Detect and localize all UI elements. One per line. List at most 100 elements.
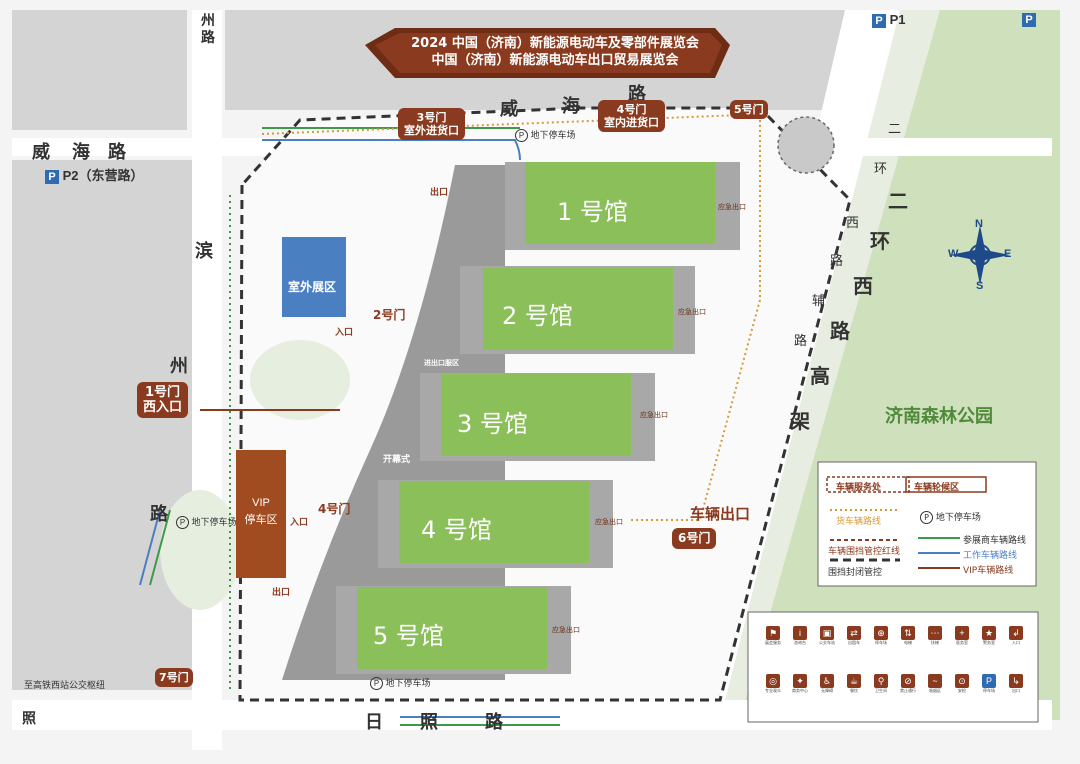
road-erhuan-3: 西 xyxy=(853,274,873,298)
gate-6[interactable]: 6号门 xyxy=(672,528,717,549)
entrance-2-label: 入口 xyxy=(335,328,354,338)
gate-7[interactable]: 7号门 xyxy=(155,668,193,687)
compass-w: W xyxy=(948,248,959,260)
emergency-exit-3: 应急出口 xyxy=(640,411,668,419)
legend-symbol-icon: + xyxy=(955,626,969,640)
gate-4b: 4号门 xyxy=(318,502,351,516)
compass-icon xyxy=(950,225,1010,285)
legend-symbol-icon: ⇄ xyxy=(847,626,861,640)
icon-legend-caption: 停车场 xyxy=(875,640,887,645)
icon-legend-caption: 扶梯 xyxy=(931,640,939,645)
legend-work: 工作车辆路线 xyxy=(963,551,1018,561)
legend-exhibitor: 参展商车辆路线 xyxy=(963,536,1027,546)
hall-4-label: 4 号馆 xyxy=(421,516,492,544)
road-zhou-top-2: 路 xyxy=(201,30,215,46)
parking-circle-icon: P xyxy=(176,516,189,529)
legend-cargo: 货车辆路线 xyxy=(836,517,882,527)
road-fudao-2: 环 xyxy=(874,162,888,177)
legend-symbol-icon: ↳ xyxy=(1009,674,1023,688)
outdoor-zone xyxy=(282,237,346,317)
road-erhuan-6: 架 xyxy=(790,409,810,433)
parking-icon: P xyxy=(1022,13,1036,27)
legend-symbol-icon: ⊙ xyxy=(955,674,969,688)
icon-legend-caption: 卫生间 xyxy=(875,688,887,693)
icon-legend-item: ⇅电梯 xyxy=(895,626,921,645)
hall-3-label: 3 号馆 xyxy=(457,410,528,438)
emergency-exit-5: 应急出口 xyxy=(552,626,580,634)
icon-legend-item: ⚑展会服务 xyxy=(760,626,786,645)
legend-service: 车辆服务处 xyxy=(836,483,882,493)
legend-symbol-icon: ⋯ xyxy=(928,626,942,640)
legend-symbol-icon: ☕ xyxy=(847,674,861,688)
road-binzhou-2: 州 xyxy=(170,356,188,377)
underground-parking-west: P 地下停车场 xyxy=(176,515,237,529)
block-west xyxy=(12,160,192,690)
legend-vip: VIP车辆路线 xyxy=(963,566,1014,576)
road-rizhao-3: 路 xyxy=(485,712,503,733)
gate-3[interactable]: 3号门 室外进货口 xyxy=(398,108,465,140)
title-line2: 中国（济南）新能源电动车出口贸易展览会 xyxy=(431,53,679,68)
icon-legend-item: ⊕停车场 xyxy=(868,626,894,645)
entrance-4-label: 入口 xyxy=(290,518,309,528)
icon-legend-caption: 出口 xyxy=(1012,688,1020,693)
forest-label: 济南森林公园 xyxy=(885,406,993,426)
icon-legend-caption: 出租车 xyxy=(848,640,860,645)
road-erhuan-5: 高 xyxy=(810,364,830,388)
road-binzhou-1: 滨 xyxy=(195,241,213,262)
road-weihai-top-3: 路 xyxy=(628,84,646,105)
road-zhao-left: 照 xyxy=(22,711,36,727)
legend-underground: P 地下停车场 xyxy=(920,510,981,524)
bus-hub-label: 至高铁西站公交枢纽 xyxy=(24,680,106,690)
road-fudao-3: 西 xyxy=(846,216,860,231)
icon-legend-caption: 展会服务 xyxy=(765,640,781,645)
hall-2 xyxy=(483,268,673,350)
gate-5[interactable]: 5号门 xyxy=(730,100,768,119)
icon-legend-item: ◎专业观众 xyxy=(760,674,786,693)
compass-s: S xyxy=(976,280,984,292)
legend-wheel: 车辆轮候区 xyxy=(914,483,960,493)
legend-symbol-icon: ✦ xyxy=(793,674,807,688)
icon-legend-item: ☕餐饮 xyxy=(841,674,867,693)
gate-2: 2号门 xyxy=(373,308,406,322)
icon-legend-caption: 咨询台 xyxy=(794,640,806,645)
hall-4 xyxy=(399,481,589,563)
exit-top-label: 出口 xyxy=(430,188,449,198)
road-zhou-top-1: 州 xyxy=(201,13,215,29)
icon-legend-item: ★警务室 xyxy=(976,626,1002,645)
legend-red-line: 车辆围挡管控红线 xyxy=(828,547,901,557)
legend-symbol-icon: ◎ xyxy=(766,674,780,688)
hall-3 xyxy=(441,374,631,456)
icon-legend-item: ♿无障碍 xyxy=(814,674,840,693)
underground-parking-south: P 地下停车场 xyxy=(370,676,431,690)
gate-1[interactable]: 1号门 西入口 xyxy=(137,382,189,418)
legend-closed: 围挡封闭管控 xyxy=(828,568,883,578)
legend-symbol-icon: ↲ xyxy=(1009,626,1023,640)
road-rizhao-1: 日 xyxy=(365,712,383,733)
road-erhuan-4: 路 xyxy=(830,319,850,343)
emergency-exit-2: 应急出口 xyxy=(678,308,706,316)
legend-symbol-icon: ⚑ xyxy=(766,626,780,640)
compass-n: N xyxy=(975,218,983,230)
legend-symbol-icon: P xyxy=(982,674,996,688)
icon-legend-caption: 入口 xyxy=(1012,640,1020,645)
parking-circle-icon: P xyxy=(515,129,528,142)
route-legend xyxy=(817,461,1037,587)
icon-legend-item: ⇄出租车 xyxy=(841,626,867,645)
icon-legend-item: ⊙安检 xyxy=(949,674,975,693)
emergency-exit-4: 应急出口 xyxy=(595,518,623,526)
icon-legend-caption: 无障碍 xyxy=(821,688,833,693)
icon-legend-caption: 专业观众 xyxy=(765,688,781,693)
underground-parking-top: P 地下停车场 xyxy=(515,128,576,142)
gate-4[interactable]: 4号门 室内进货口 xyxy=(598,100,665,132)
icon-legend-caption: 吸烟区 xyxy=(929,688,941,693)
parking-p2: P P2（东营路） xyxy=(45,165,144,184)
icon-legend-item: +医务室 xyxy=(949,626,975,645)
parking-circle-icon: P xyxy=(920,511,933,524)
title-line1: 2024 中国（济南）新能源电动车及零部件展览会 xyxy=(411,36,699,51)
icon-legend-caption: 商务中心 xyxy=(792,688,808,693)
icon-legend-caption: 警务室 xyxy=(983,640,995,645)
exit-west-label: 出口 xyxy=(272,588,291,598)
parking-icon: P xyxy=(872,14,886,28)
